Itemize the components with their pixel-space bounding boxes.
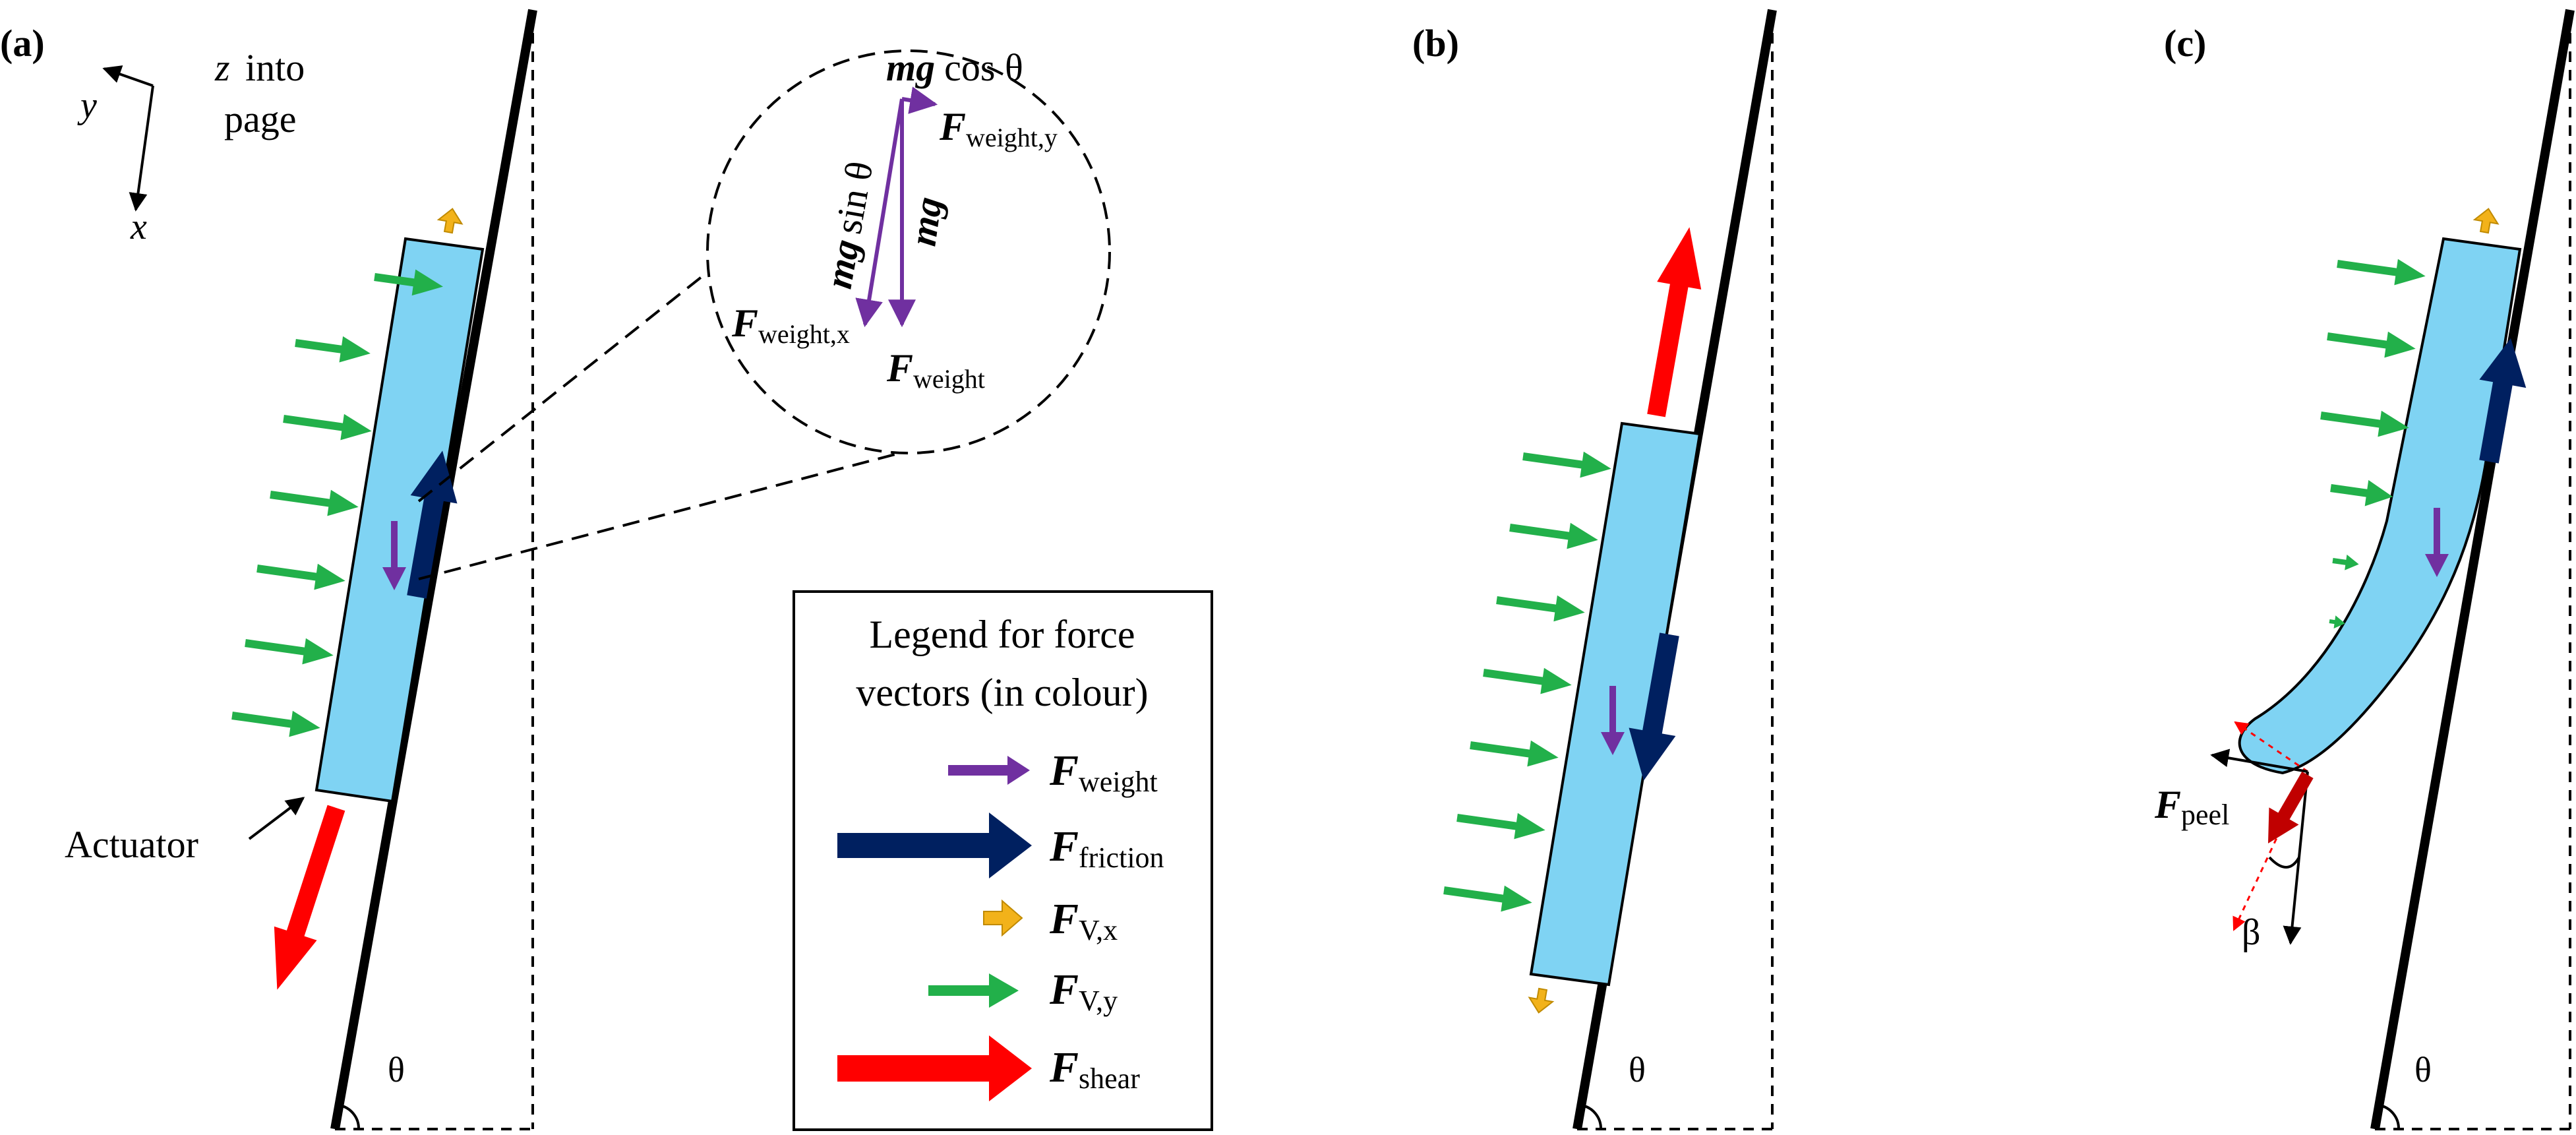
actuator-label: Actuator: [65, 823, 198, 866]
legend-item-friction: Ffriction: [1049, 822, 1164, 874]
theta-label-b: θ: [1629, 1050, 1646, 1089]
legend-item-weight: Fweight: [1049, 747, 1158, 798]
legend-title-1: Legend for force: [869, 613, 1135, 656]
vy-arrow: [2337, 259, 2426, 286]
panel-b: (b) θ: [1412, 9, 1777, 1130]
z-axis-desc-page: page: [224, 98, 297, 140]
panel-b-label: (b): [1412, 22, 1459, 65]
vy-arrow: [283, 414, 372, 441]
vy-arrow: [1522, 451, 1611, 478]
vy-arrow: [2320, 410, 2409, 437]
legend-item-shear: Fshear: [1049, 1043, 1140, 1095]
zoom-line-lower: [418, 441, 944, 580]
vx-arrow-b: [1528, 987, 1555, 1014]
vy-arrow: [256, 563, 345, 590]
peel-direction-line-lower: [2232, 771, 2309, 931]
friction-arrow-c: [2479, 338, 2527, 464]
vy-arrows-a: [231, 269, 443, 737]
vy-arrow: [2332, 554, 2359, 570]
legend-vy-arrow: [928, 973, 1019, 1008]
x-axis-label: x: [130, 206, 147, 247]
weight-label: Fweight: [886, 346, 985, 394]
actuator-c: [2238, 237, 2522, 775]
theta-arc-c: [2379, 1104, 2401, 1130]
theta-label-a: θ: [388, 1050, 405, 1089]
vy-arrow: [2330, 479, 2393, 506]
vy-arrow: [2329, 615, 2345, 629]
vy-arrow: [245, 638, 334, 665]
vy-arrow: [295, 336, 371, 363]
mg-label: mg: [901, 194, 951, 248]
legend-shear-arrow: [837, 1035, 1032, 1101]
peel-reference-horizontal: [2210, 749, 2308, 773]
vy-arrow: [1509, 522, 1598, 549]
z-axis-label: z: [214, 46, 230, 89]
peel-force: Fpeel β: [2154, 721, 2314, 953]
legend-item-vx: FV,x: [1049, 895, 1118, 946]
weight-x-label: Fweight,x: [731, 301, 850, 349]
legend-title-2: vectors (in colour): [856, 671, 1148, 714]
legend-weight-arrow: [948, 756, 1030, 785]
legend-friction-arrow: [837, 813, 1032, 878]
actuator-a: [315, 237, 485, 803]
vy-arrow: [270, 489, 359, 516]
mg-sin-vector: [855, 98, 904, 328]
weight-arrow-b: [1601, 686, 1625, 755]
legend-item-vy: FV,y: [1049, 966, 1118, 1017]
weight-y-label: Fweight,y: [939, 105, 1058, 152]
vy-arrow: [1456, 813, 1545, 840]
y-axis-arrow: [102, 65, 154, 87]
surface-line-c: [2370, 9, 2575, 1130]
shear-arrow-b: [1647, 227, 1702, 417]
peel-arrow: [2268, 772, 2314, 844]
vy-arrows-b: [1443, 451, 1611, 912]
friction-arrow-b: [1629, 632, 1679, 781]
beta-arc: [2268, 856, 2300, 869]
theta-arc-a: [339, 1104, 361, 1130]
mg-cos-vector: [901, 86, 938, 114]
friction-arrow-a: [407, 450, 458, 599]
z-axis-desc-into: into: [245, 46, 305, 89]
panel-c: (c) θ Fpeel β: [2154, 9, 2575, 1130]
vy-arrows-c: [2320, 259, 2426, 629]
vy-arrow: [231, 710, 320, 737]
peel-label: Fpeel: [2154, 783, 2229, 831]
panel-a-label: (a): [0, 22, 45, 65]
vy-arrow: [2327, 331, 2416, 358]
panel-c-label: (c): [2164, 22, 2206, 65]
vx-arrow-c: [2472, 208, 2500, 234]
legend: Legend for force vectors (in colour) Fwe…: [793, 590, 1213, 1131]
vx-arrow-a: [436, 208, 464, 234]
y-axis-label: y: [77, 85, 97, 126]
coordinate-axes: y x z into page: [77, 46, 305, 247]
weight-arrow-a: [382, 521, 406, 590]
peel-direction-line: [2234, 721, 2308, 773]
vy-arrow: [1470, 740, 1559, 767]
theta-label-c: θ: [2414, 1050, 2432, 1089]
x-axis-arrow: [129, 85, 154, 212]
vy-arrow: [1443, 885, 1532, 912]
actuator-pointer: [248, 797, 305, 840]
beta-label: β: [2242, 912, 2261, 953]
zoom-circle: [706, 49, 1111, 454]
theta-arc-b: [1581, 1104, 1603, 1130]
shear-arrow-a: [274, 805, 345, 990]
panel-a: (a) y x z into page θ Actuator: [0, 9, 1213, 1131]
vy-arrow: [1496, 595, 1585, 622]
vy-arrow: [374, 269, 443, 296]
weight-arrow-c: [2425, 508, 2449, 577]
legend-vx-arrow: [983, 899, 1023, 937]
surface-line-a: [330, 9, 537, 1130]
vy-arrow: [1483, 667, 1572, 694]
